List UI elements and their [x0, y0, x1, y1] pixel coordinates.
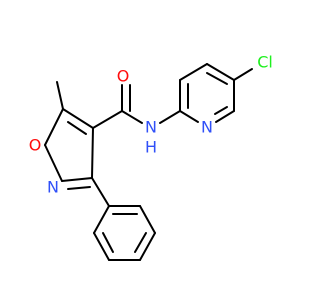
bond-carbonyl-n — [121, 110, 143, 124]
bond-ph-5-6 — [93, 232, 110, 261]
bond-py-c4-c5 — [206, 63, 235, 81]
bond-py-c3-c4 — [179, 63, 208, 81]
bond-c4-c5 — [62, 108, 94, 129]
bond-ph-5-6-inner — [102, 232, 114, 253]
chlorine-label: Cl — [257, 53, 273, 72]
molecule-structure: O N H Cl N O N — [29, 53, 273, 261]
bond-py-c6-n1-inner — [214, 106, 228, 115]
bond-n2-c3 — [61, 177, 93, 182]
bond-ph-3-4-inner — [134, 232, 147, 253]
bond-n-pyridine — [159, 110, 181, 124]
bond-ph-6-1 — [93, 205, 110, 234]
ring-nitrogen-label: N — [47, 178, 59, 197]
bond-ph-3-4 — [139, 232, 156, 261]
bond-ph-2-3 — [139, 205, 156, 234]
carbonyl-oxygen-label: O — [117, 67, 130, 86]
bonds — [44, 63, 253, 261]
bond-py-c5-cl — [233, 68, 253, 81]
bond-py-c4-c5-inner — [206, 72, 228, 85]
bond-c5-o1 — [44, 108, 64, 146]
bond-n2-c3-double — [67, 186, 91, 190]
pyridine-nitrogen-label: N — [201, 118, 213, 137]
amide-hydrogen-label: H — [145, 138, 157, 157]
bond-o1-n2 — [44, 144, 63, 182]
bond-c4-c5-double — [67, 121, 87, 135]
atom-labels: O N H Cl N O N — [29, 53, 273, 197]
bond-py-c6-n1 — [215, 110, 235, 123]
bond-c5-methyl — [56, 81, 64, 110]
ring-oxygen-label: O — [29, 136, 42, 155]
amide-nitrogen-label: N — [145, 118, 157, 137]
bond-c3-phenyl — [91, 177, 110, 207]
bond-c3-c4 — [91, 127, 94, 179]
bond-c4-carbonyl — [92, 110, 123, 129]
bond-py-n1-c2 — [179, 110, 199, 123]
